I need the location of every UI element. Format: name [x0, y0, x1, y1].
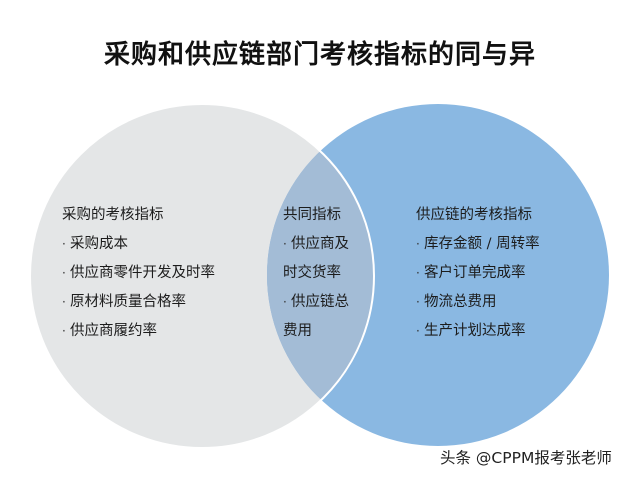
kpi-text: 供应商零件开发及时率: [70, 265, 215, 281]
supply-chain-kpi-item: · 物流总费用: [416, 288, 540, 317]
supply-chain-kpi-list: 供应链的考核指标 · 库存金额 / 周转率 · 客户订单完成率 · 物流总费用 · 生产…: [416, 201, 540, 346]
procurement-kpi-list: 采购的考核指标 · 采购成本 · 供应商零件开发及时率 · 原材料质量合格率 · 供应商…: [62, 201, 215, 346]
supply-chain-heading: 供应链的考核指标: [416, 207, 532, 223]
kpi-text: 采购成本: [70, 236, 128, 252]
kpi-text: 物流总费用: [424, 294, 497, 310]
common-kpi-list: 共同指标 · 供应商及 时交货率 · 供应链总 费用: [283, 201, 349, 346]
kpi-text: 供应商及: [291, 236, 349, 252]
left-circle-outline: [29, 103, 375, 449]
bullet-icon: ·: [416, 266, 420, 280]
procurement-kpi-item: · 原材料质量合格率: [62, 288, 215, 317]
diagram-title: 采购和供应链部门考核指标的同与异: [103, 40, 536, 70]
kpi-text: 客户订单完成率: [424, 265, 526, 281]
procurement-heading: 采购的考核指标: [62, 207, 164, 223]
bullet-icon: ·: [283, 295, 287, 309]
bullet-icon: ·: [416, 295, 420, 309]
supply-chain-kpi-item: · 生产计划达成率: [416, 317, 540, 346]
bullet-icon: ·: [62, 295, 66, 309]
procurement-kpi-item: · 采购成本: [62, 230, 215, 259]
bullet-icon: ·: [62, 237, 66, 251]
procurement-kpi-item: · 供应商零件开发及时率: [62, 259, 215, 288]
kpi-text: 供应链总: [291, 294, 349, 310]
kpi-text: 生产计划达成率: [424, 323, 526, 339]
bullet-icon: ·: [62, 324, 66, 338]
supply-chain-kpi-item: · 客户订单完成率: [416, 259, 540, 288]
kpi-text: 原材料质量合格率: [70, 294, 186, 310]
kpi-text: 费用: [283, 323, 312, 339]
left-circle-procurement: [30, 104, 374, 448]
common-heading: 共同指标: [283, 207, 341, 223]
common-kpi-line: 费用: [283, 317, 349, 346]
bullet-icon: ·: [416, 237, 420, 251]
bullet-icon: ·: [62, 266, 66, 280]
procurement-kpi-item: · 供应商履约率: [62, 317, 215, 346]
watermark: 头条 @CPPM报考张老师: [440, 449, 612, 467]
supply-chain-kpi-item: · 库存金额 / 周转率: [416, 230, 540, 259]
kpi-text: 时交货率: [283, 265, 341, 281]
bullet-icon: ·: [283, 237, 287, 251]
bullet-icon: ·: [416, 324, 420, 338]
common-kpi-line: · 供应链总: [283, 288, 349, 317]
kpi-text: 供应商履约率: [70, 323, 157, 339]
common-kpi-line: · 供应商及: [283, 230, 349, 259]
kpi-text: 库存金额 / 周转率: [424, 236, 540, 252]
common-kpi-line: 时交货率: [283, 259, 349, 288]
